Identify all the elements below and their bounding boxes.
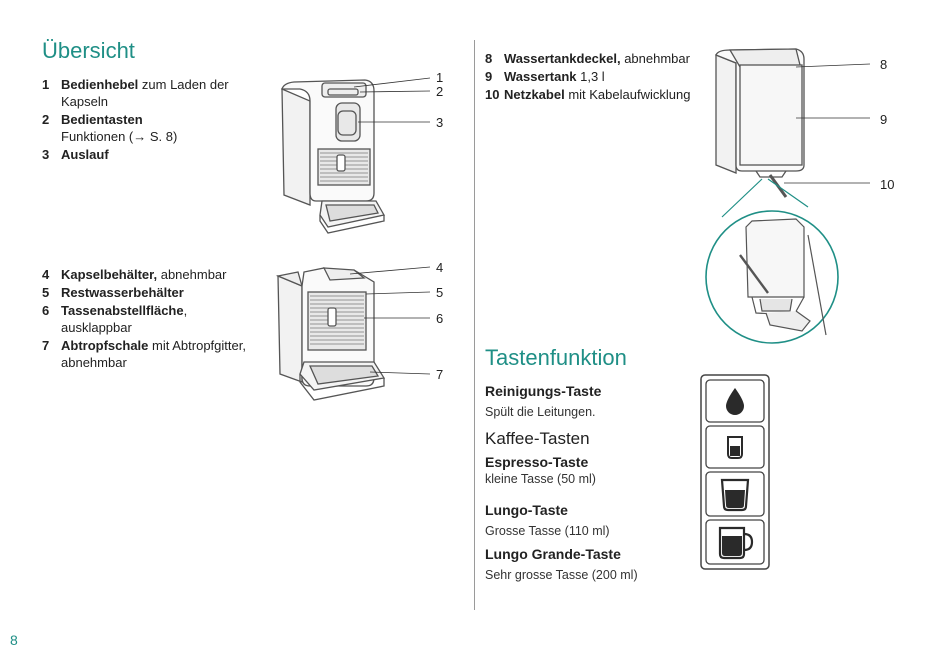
coffee-heading: Kaffee-Tasten: [485, 429, 590, 448]
list-item: 8 Wassertankdeckel, abnehmbar: [485, 51, 690, 66]
water-drop-icon: [705, 379, 765, 423]
callout-1: 1: [436, 70, 444, 85]
list-item: 4 Kapselbehälter, abnehmbar: [42, 267, 227, 282]
list-item: 5 Restwasserbehälter: [42, 285, 184, 300]
callout-9: 9: [880, 112, 888, 127]
lungo-text: Grosse Tasse (110 ml): [485, 524, 610, 538]
callout-2: 2: [436, 84, 444, 99]
lungo-grande-heading: Lungo Grande-Taste: [485, 546, 621, 562]
callout-6: 6: [436, 311, 444, 326]
control-panel-illustration: [700, 374, 770, 570]
list-item: 3 Auslauf: [42, 147, 109, 162]
machine-open-illustration: [275, 266, 431, 401]
cleaning-heading: Reinigungs-Taste: [485, 383, 602, 399]
column-divider: [474, 40, 475, 610]
list-item: 6 Tassenabstellfläche, ausklappbar: [42, 303, 188, 335]
cleaning-text: Spült die Leitungen.: [485, 405, 596, 419]
callout-7: 7: [436, 367, 444, 382]
callout-8: 8: [880, 57, 888, 72]
callout-5: 5: [436, 285, 444, 300]
small-cup-icon: [705, 425, 765, 469]
espresso-heading: Espresso-Taste: [485, 454, 589, 470]
callout-10: 10: [880, 177, 895, 192]
section-title: Tastenfunktion: [485, 345, 627, 370]
espresso-text: kleine Tasse (50 ml): [485, 472, 596, 486]
list-item: 7 Abtropfschale mit Abtropfgitter, abneh…: [42, 338, 246, 370]
callout-4: 4: [436, 260, 444, 275]
list-item: 1 Bedienhebel zum Laden der Kapseln: [42, 77, 229, 109]
parts-list-2: 4 Kapselbehälter, abnehmbar 5 Restwasser…: [42, 266, 261, 372]
list-item: 9 Wassertank 1,3 l: [485, 69, 605, 84]
parts-list-3: 8 Wassertankdeckel, abnehmbar 9 Wasserta…: [485, 50, 724, 104]
parts-list-1: 1 Bedienhebel zum Laden der Kapseln 2 Be…: [42, 76, 261, 164]
machine-rear-illustration: [705, 48, 871, 344]
lungo-grande-text: Sehr grosse Tasse (200 ml): [485, 568, 638, 582]
machine-front-illustration: [281, 77, 431, 234]
mug-icon: [705, 519, 765, 565]
large-cup-icon: [705, 471, 765, 517]
button-descriptions: Reinigungs-Taste Spült die Leitungen. Ka…: [485, 383, 695, 582]
lungo-heading: Lungo-Taste: [485, 502, 568, 518]
page-number: 8: [10, 632, 18, 648]
callout-3: 3: [436, 115, 444, 130]
list-item: 10 Netzkabel mit Kabelaufwicklung: [485, 87, 691, 102]
page-title: Übersicht: [42, 38, 135, 63]
